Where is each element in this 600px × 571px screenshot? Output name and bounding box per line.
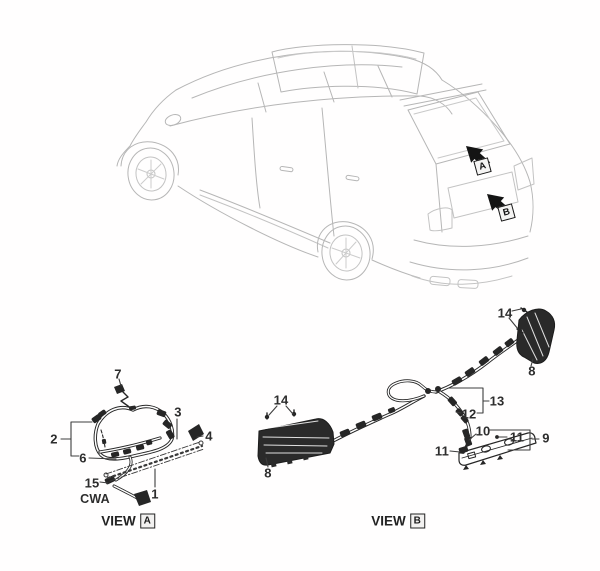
tail-lamp-left [257, 409, 335, 468]
callout-14-left: 14 [273, 392, 289, 408]
view-a-letter-box: A [139, 513, 155, 529]
callout-6: 6 [79, 450, 87, 466]
view-a-harness [60, 378, 205, 506]
callout-9: 9 [542, 430, 550, 446]
stop-lamp-strip [103, 440, 205, 482]
tail-lamp-right [516, 307, 556, 364]
callout-12: 12 [461, 406, 477, 422]
callout-14-right: 14 [497, 305, 513, 321]
view-b-title: VIEW B [371, 513, 425, 529]
view-b-letter-box: B [409, 513, 425, 529]
connector-15-icon [104, 475, 116, 485]
bolt-icon [264, 409, 297, 420]
view-b-assembly [257, 307, 556, 470]
connector-cwa-icon [134, 490, 151, 506]
connector-4-icon [188, 424, 204, 441]
screw-icon [461, 435, 499, 454]
callout-8-right: 8 [528, 363, 536, 379]
view-a-title: VIEW A [101, 513, 155, 529]
callout-11-left: 11 [434, 443, 450, 459]
license-lamp-assembly [458, 432, 537, 470]
callout-15: 15 [84, 475, 100, 491]
callout-11-right: 11 [509, 429, 525, 445]
clip-7-icon [114, 384, 125, 394]
callout-7: 7 [114, 366, 122, 382]
callout-3: 3 [174, 404, 182, 420]
callout-4: 4 [205, 428, 213, 444]
view-a-title-text: VIEW [101, 513, 136, 529]
callout-1: 1 [151, 486, 159, 502]
view-b-title-text: VIEW [371, 513, 406, 529]
callout-8-left: 8 [264, 465, 272, 481]
car-drawing [116, 44, 535, 289]
callout-13: 13 [489, 393, 505, 409]
bolt-icon [516, 307, 528, 334]
callout-10: 10 [475, 423, 491, 439]
callout-2: 2 [50, 431, 58, 447]
cwa-note: CWA [80, 492, 110, 506]
